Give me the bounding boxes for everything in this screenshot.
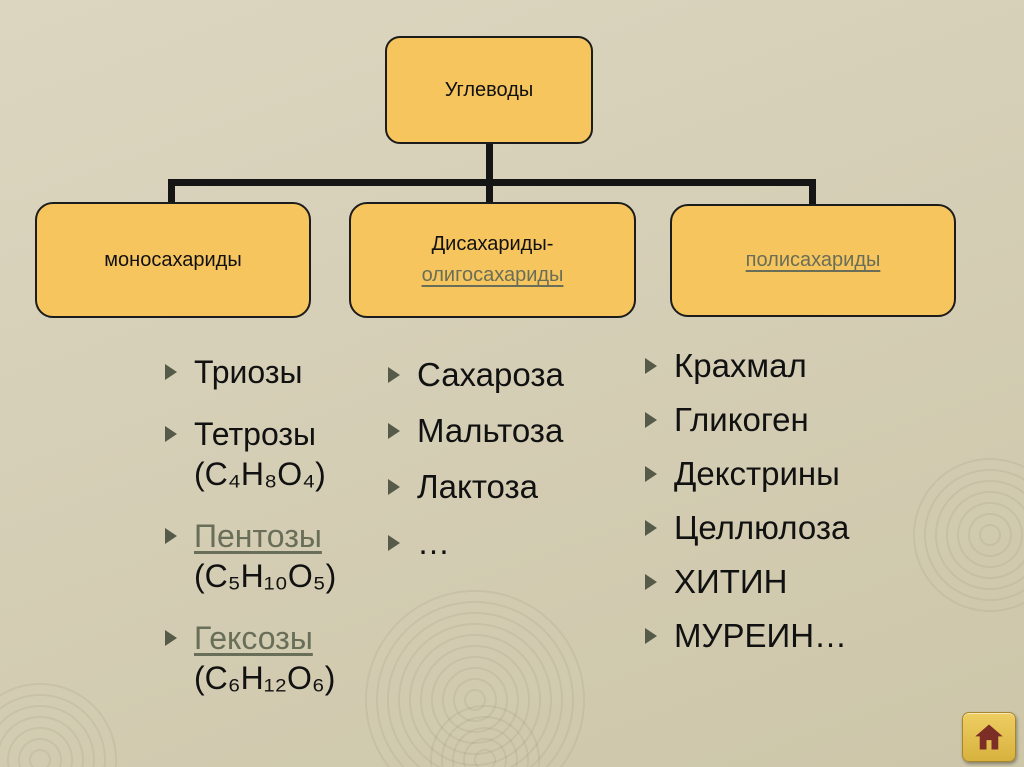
list-item: Пентозы (C₅H₁₀O₅) bbox=[165, 516, 425, 596]
arrow-bullet-icon bbox=[165, 364, 177, 380]
arrow-bullet-icon bbox=[165, 528, 177, 544]
list-item: Триозы bbox=[165, 352, 425, 392]
list-item: Мальтоза bbox=[388, 411, 638, 451]
node-polysaccharides: полисахариды bbox=[670, 204, 956, 317]
list-item: Целлюлоза bbox=[645, 508, 955, 548]
node-disaccharides: Дисахариды- олигосахариды bbox=[349, 202, 636, 318]
item-formula: (C₄H₈O₄) bbox=[194, 456, 326, 492]
list-item: Гликоген bbox=[645, 400, 955, 440]
polysaccharides-link[interactable]: полисахариды bbox=[745, 249, 881, 271]
list-item: Тетрозы (C₄H₈O₄) bbox=[165, 414, 425, 494]
connector-stub-middle bbox=[486, 179, 493, 206]
item-formula: (C₆H₁₂O₆) bbox=[194, 660, 336, 696]
item-label: Сахароза bbox=[417, 356, 564, 393]
connector-root-vertical bbox=[486, 144, 493, 184]
connector-stub-right bbox=[809, 179, 816, 206]
item-label: Лактоза bbox=[417, 468, 539, 505]
list-item: ХИТИН bbox=[645, 562, 955, 602]
arrow-bullet-icon bbox=[645, 358, 657, 374]
item-label: … bbox=[417, 524, 450, 561]
item-label: Тетрозы bbox=[194, 416, 317, 452]
arrow-bullet-icon bbox=[165, 426, 177, 442]
item-label: МУРЕИН… bbox=[674, 617, 848, 654]
arrow-bullet-icon bbox=[388, 367, 400, 383]
oligosaccharides-link[interactable]: олигосахариды bbox=[421, 264, 564, 286]
arrow-bullet-icon bbox=[388, 479, 400, 495]
arrow-bullet-icon bbox=[645, 412, 657, 428]
list-item: Сахароза bbox=[388, 355, 638, 395]
item-label: Декстрины bbox=[674, 455, 840, 492]
node-monosaccharides: моносахариды bbox=[35, 202, 311, 318]
list-disaccharides: Сахароза Мальтоза Лактоза … bbox=[388, 355, 638, 579]
arrow-bullet-icon bbox=[645, 628, 657, 644]
list-item: МУРЕИН… bbox=[645, 616, 955, 656]
list-polysaccharides: Крахмал Гликоген Декстрины Целлюлоза ХИТ… bbox=[645, 346, 955, 670]
arrow-bullet-icon bbox=[388, 423, 400, 439]
list-monosaccharides: Триозы Тетрозы (C₄H₈O₄) Пентозы (C₅H₁₀O₅… bbox=[165, 352, 425, 720]
item-label: Мальтоза bbox=[417, 412, 564, 449]
item-label: Триозы bbox=[194, 354, 303, 390]
item-label: ХИТИН bbox=[674, 563, 788, 600]
node-carbohydrates: Углеводы bbox=[385, 36, 593, 144]
swirl-decoration bbox=[0, 675, 125, 767]
list-item: … bbox=[388, 523, 638, 563]
pentoses-link[interactable]: Пентозы bbox=[194, 518, 322, 554]
swirl-decoration bbox=[425, 700, 545, 767]
arrow-bullet-icon bbox=[645, 574, 657, 590]
connector-stub-left bbox=[168, 179, 175, 206]
home-button[interactable] bbox=[962, 712, 1016, 762]
item-label: Крахмал bbox=[674, 347, 807, 384]
item-formula: (C₅H₁₀O₅) bbox=[194, 558, 337, 594]
list-item: Гексозы (C₆H₁₂O₆) bbox=[165, 618, 425, 698]
item-label: Гликоген bbox=[674, 401, 809, 438]
item-label: Целлюлоза bbox=[674, 509, 850, 546]
node-label-line1: Дисахариды- bbox=[431, 233, 554, 255]
home-icon bbox=[974, 723, 1004, 751]
arrow-bullet-icon bbox=[645, 520, 657, 536]
arrow-bullet-icon bbox=[388, 535, 400, 551]
node-label: моносахариды bbox=[104, 248, 242, 271]
node-label: Углеводы bbox=[444, 78, 534, 101]
hexoses-link[interactable]: Гексозы bbox=[194, 620, 313, 656]
list-item: Крахмал bbox=[645, 346, 955, 386]
arrow-bullet-icon bbox=[165, 630, 177, 646]
list-item: Декстрины bbox=[645, 454, 955, 494]
arrow-bullet-icon bbox=[645, 466, 657, 482]
list-item: Лактоза bbox=[388, 467, 638, 507]
